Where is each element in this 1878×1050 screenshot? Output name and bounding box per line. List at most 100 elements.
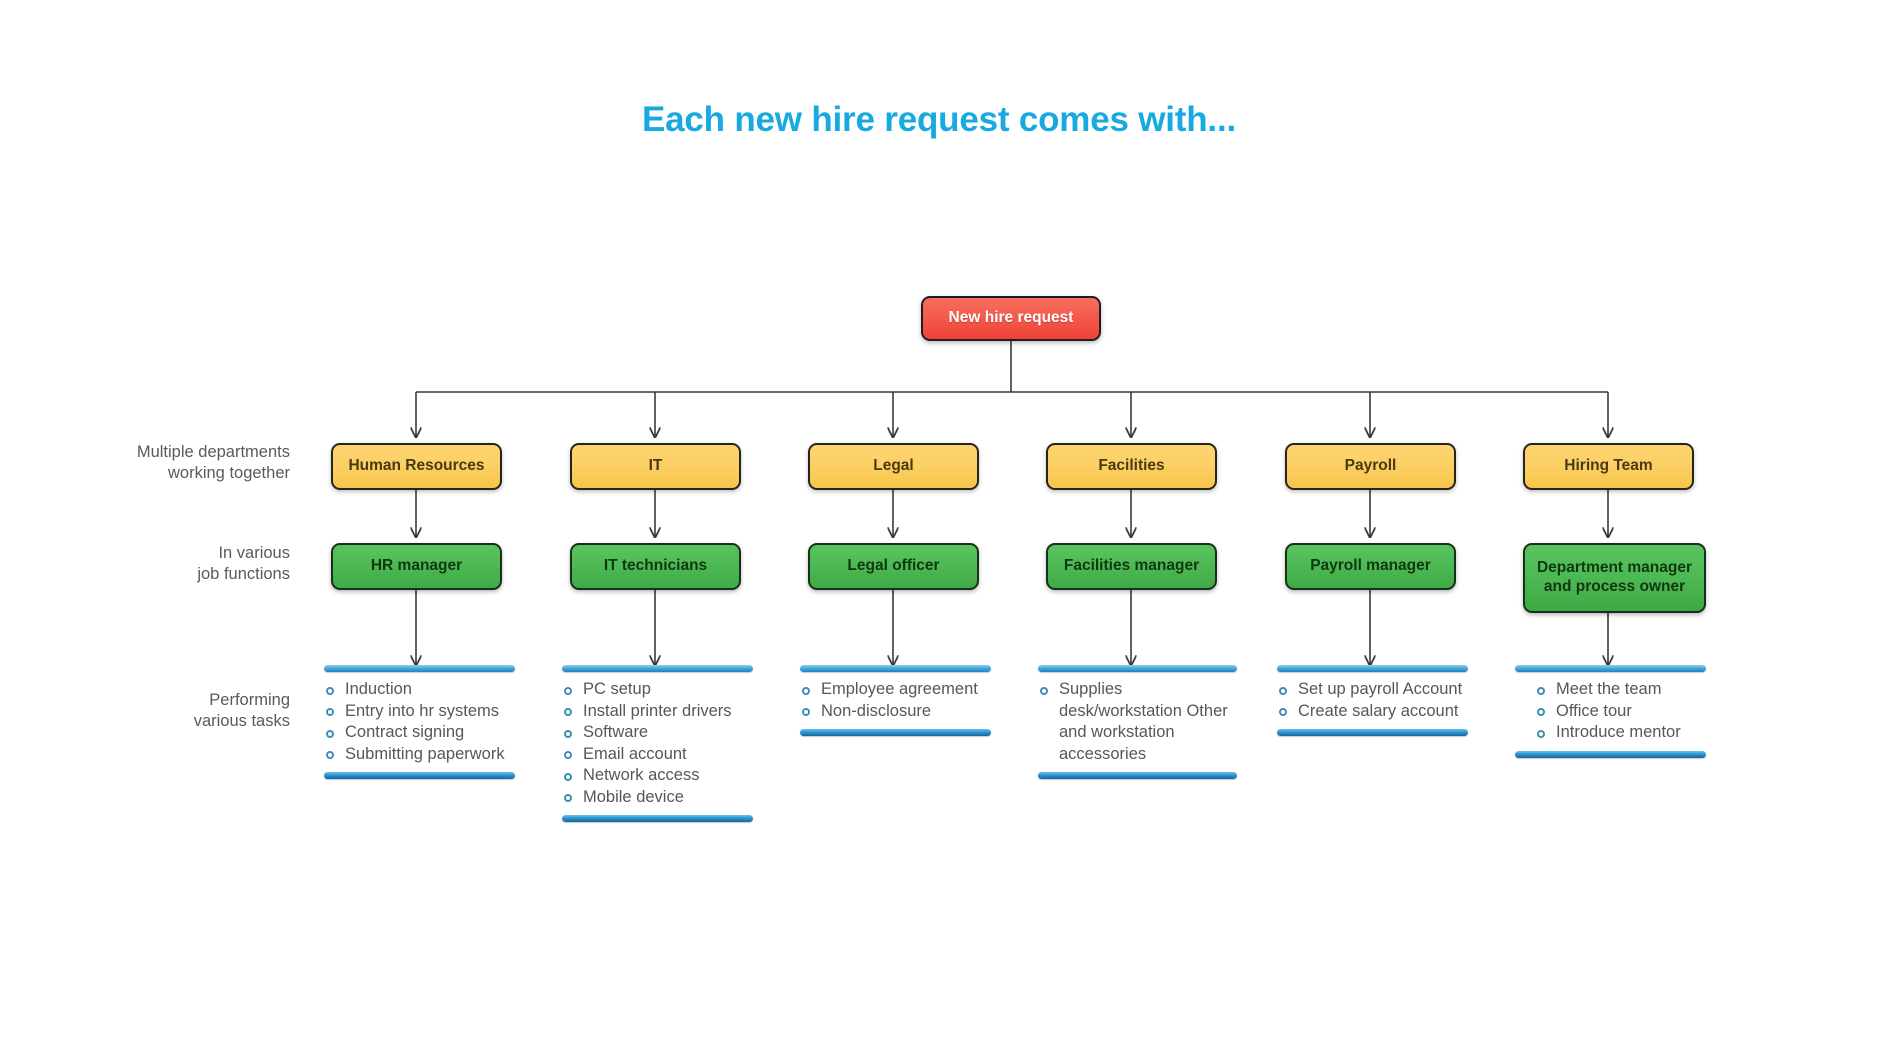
list-item[interactable]: Meet the team bbox=[1537, 679, 1706, 701]
bullet-icon bbox=[564, 751, 572, 759]
row-label-tasks-line2: various tasks bbox=[193, 712, 290, 730]
task-group-human-resources: Induction Entry into hr systems Contract… bbox=[324, 665, 515, 779]
task-rule-top bbox=[1277, 665, 1468, 672]
bullet-icon bbox=[802, 708, 810, 716]
task-list-human-resources: Induction Entry into hr systems Contract… bbox=[324, 672, 515, 772]
task-label: Software bbox=[583, 723, 649, 741]
task-group-it: PC setup Install printer drivers Softwar… bbox=[562, 665, 753, 822]
role-box-it-technicians[interactable]: IT technicians bbox=[570, 543, 741, 590]
bullet-icon bbox=[1537, 686, 1545, 695]
list-item[interactable]: Software bbox=[564, 722, 753, 744]
list-item[interactable]: Mobile device bbox=[564, 787, 753, 809]
role-label: Department manager and process owner bbox=[1536, 559, 1693, 595]
department-label: IT bbox=[648, 457, 663, 475]
bullet-icon bbox=[1537, 708, 1545, 716]
task-list-payroll: Set up payroll Account Create salary acc… bbox=[1277, 672, 1468, 729]
row-label-departments: Multiple departments working together bbox=[60, 442, 290, 484]
list-item[interactable]: Introduce mentor bbox=[1537, 722, 1706, 744]
task-label: Meet the team bbox=[1556, 680, 1662, 698]
task-rule-top bbox=[800, 665, 991, 672]
role-box-department-manager[interactable]: Department manager and process owner bbox=[1523, 543, 1706, 613]
bullet-icon bbox=[326, 708, 334, 716]
list-item[interactable]: Install printer drivers bbox=[564, 701, 753, 723]
list-item[interactable]: Contract signing bbox=[326, 722, 515, 744]
task-rule-bottom bbox=[1038, 772, 1237, 779]
task-label: Contract signing bbox=[345, 723, 465, 741]
task-rule-bottom bbox=[1277, 729, 1468, 736]
task-list-hiring-team: Meet the team Office tour Introduce ment… bbox=[1515, 672, 1706, 751]
list-item[interactable]: Create salary account bbox=[1279, 701, 1468, 723]
task-rule-bottom bbox=[1515, 750, 1706, 758]
task-label: Install printer drivers bbox=[583, 701, 732, 720]
bullet-icon bbox=[564, 686, 572, 695]
row-label-tasks-line1: Performing bbox=[209, 691, 290, 709]
bullet-icon bbox=[326, 751, 334, 759]
task-rule-top bbox=[562, 665, 753, 672]
role-box-hr-manager[interactable]: HR manager bbox=[331, 543, 502, 590]
bullet-icon bbox=[1279, 686, 1287, 695]
task-label: Supplies desk/workstation Other and work… bbox=[1059, 680, 1228, 763]
task-rule-bottom bbox=[800, 729, 991, 736]
bullet-icon bbox=[564, 772, 572, 781]
row-label-job-functions-line2: job functions bbox=[197, 565, 290, 583]
task-group-legal: Employee agreement Non-disclosure bbox=[800, 665, 991, 736]
list-item[interactable]: Supplies desk/workstation Other and work… bbox=[1040, 679, 1237, 765]
list-item[interactable]: Employee agreement bbox=[802, 679, 991, 701]
list-item[interactable]: Set up payroll Account bbox=[1279, 679, 1468, 701]
list-item[interactable]: Non-disclosure bbox=[802, 701, 991, 723]
role-label: HR manager bbox=[370, 557, 463, 575]
department-box-it[interactable]: IT bbox=[570, 443, 741, 490]
task-rule-top bbox=[1515, 665, 1706, 672]
list-item[interactable]: Induction bbox=[326, 679, 515, 701]
role-label: Payroll manager bbox=[1310, 557, 1431, 575]
task-label: Mobile device bbox=[583, 787, 684, 806]
row-label-departments-line1: Multiple departments bbox=[136, 443, 290, 461]
department-box-legal[interactable]: Legal bbox=[808, 443, 979, 490]
department-box-facilities[interactable]: Facilities bbox=[1046, 443, 1217, 490]
department-label: Legal bbox=[873, 457, 914, 475]
role-box-facilities-manager[interactable]: Facilities manager bbox=[1046, 543, 1217, 590]
list-item[interactable]: Entry into hr systems bbox=[326, 701, 515, 723]
bullet-icon bbox=[802, 686, 810, 695]
department-box-payroll[interactable]: Payroll bbox=[1285, 443, 1456, 490]
page-title: Each new hire request comes with... bbox=[641, 100, 1237, 139]
task-rule-top bbox=[324, 665, 515, 672]
task-list-facilities: Supplies desk/workstation Other and work… bbox=[1038, 672, 1237, 772]
department-label: Hiring Team bbox=[1564, 457, 1653, 475]
list-item[interactable]: Email account bbox=[564, 744, 753, 766]
task-label: Set up payroll Account bbox=[1298, 680, 1463, 698]
task-list-legal: Employee agreement Non-disclosure bbox=[800, 672, 991, 729]
department-box-human-resources[interactable]: Human Resources bbox=[331, 443, 502, 490]
row-label-departments-line2: working together bbox=[168, 464, 290, 482]
task-rule-bottom bbox=[324, 772, 515, 779]
task-label: Network access bbox=[583, 766, 700, 784]
bullet-icon bbox=[1537, 729, 1545, 738]
task-label: Non-disclosure bbox=[821, 701, 932, 720]
role-box-payroll-manager[interactable]: Payroll manager bbox=[1285, 543, 1456, 590]
department-box-hiring-team[interactable]: Hiring Team bbox=[1523, 443, 1694, 490]
bullet-icon bbox=[564, 794, 572, 802]
task-list-it: PC setup Install printer drivers Softwar… bbox=[562, 672, 753, 815]
task-rule-bottom bbox=[562, 815, 753, 822]
task-label: Create salary account bbox=[1298, 701, 1459, 720]
bullet-icon bbox=[326, 729, 334, 738]
list-item[interactable]: PC setup bbox=[564, 679, 753, 701]
list-item[interactable]: Network access bbox=[564, 765, 753, 787]
task-label: Employee agreement bbox=[821, 680, 978, 698]
list-item[interactable]: Office tour bbox=[1537, 701, 1706, 723]
task-label: Submitting paperwork bbox=[345, 744, 505, 763]
bullet-icon bbox=[326, 686, 334, 695]
task-label: PC setup bbox=[583, 680, 651, 698]
role-box-legal-officer[interactable]: Legal officer bbox=[808, 543, 979, 590]
task-rule-top bbox=[1038, 665, 1237, 672]
task-label: Induction bbox=[345, 680, 412, 698]
task-group-payroll: Set up payroll Account Create salary acc… bbox=[1277, 665, 1468, 736]
root-node-new-hire-request[interactable]: New hire request bbox=[921, 296, 1101, 341]
row-label-job-functions-line1: In various bbox=[218, 544, 290, 562]
row-label-job-functions: In various job functions bbox=[60, 543, 290, 585]
task-label: Office tour bbox=[1556, 701, 1632, 720]
list-item[interactable]: Submitting paperwork bbox=[326, 744, 515, 766]
role-label: Facilities manager bbox=[1063, 557, 1200, 575]
